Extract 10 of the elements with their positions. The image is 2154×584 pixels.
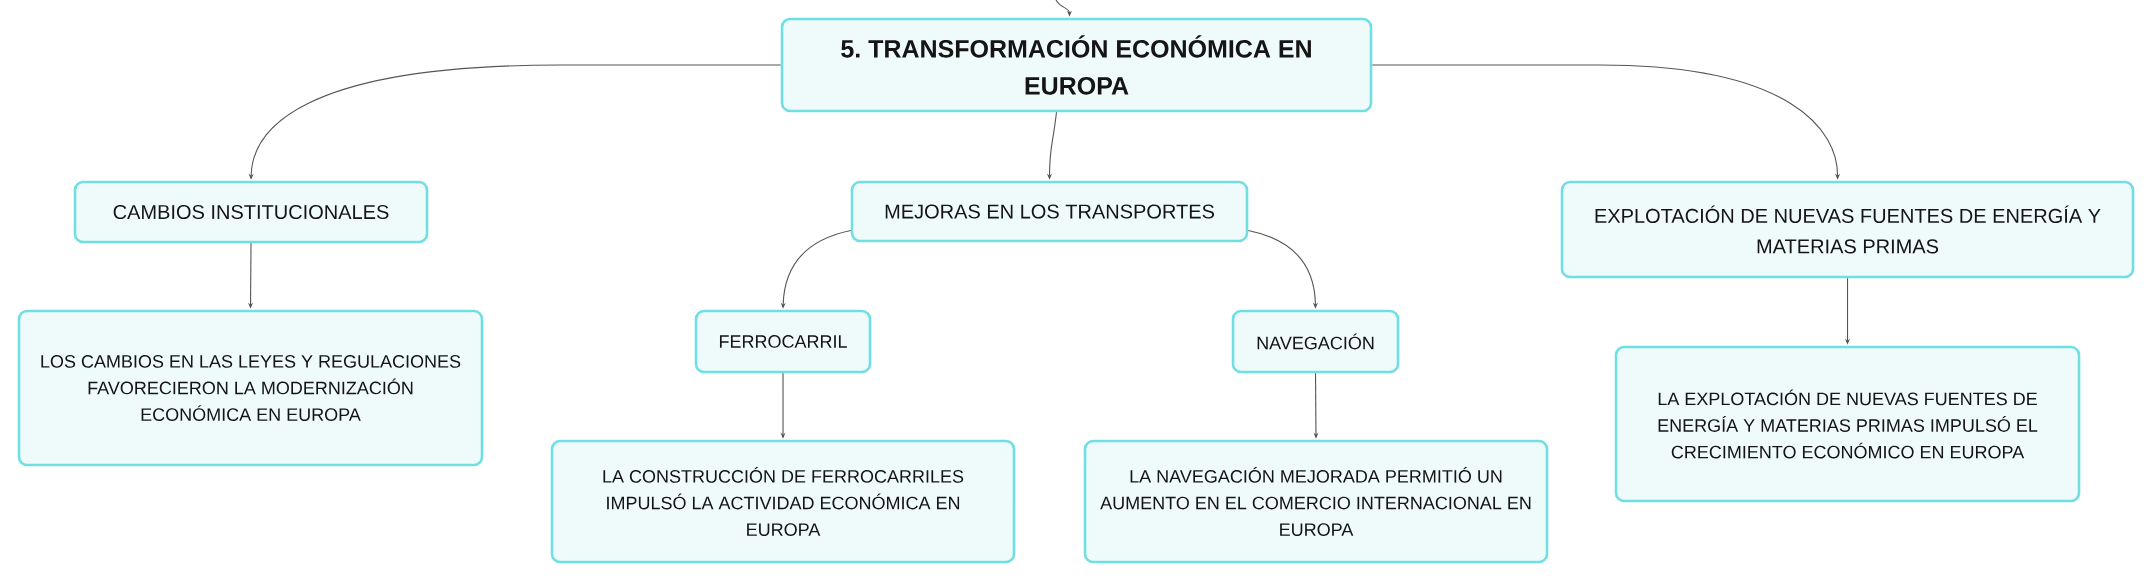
detail-box: LA NAVEGACIÓN MEJORADA PERMITIÓ UN AUMENTO EN EL COMERCIO INTERNACIONAL EN EUROPA <box>1083 439 1549 564</box>
detail-box: LA EXPLOTACIÓN DE NUEVAS FUENTES DE ENERGÍA Y MATERIAS PRIMAS IMPULSÓ EL CRECIMIENTO ECONÓMICO EN EUROPA <box>1614 345 2081 503</box>
subtopic-box: EXPLOTACIÓN DE NUEVAS FUENTES DE ENERGÍA Y MATERIAS PRIMAS <box>1560 180 2135 279</box>
detail-box: LA CONSTRUCCIÓN DE FERROCARRILES IMPULSÓ LA ACTIVIDAD ECONÓMICA EN EUROPA <box>550 439 1016 564</box>
subtopic-box: NAVEGACIÓN <box>1231 309 1400 374</box>
detail-box: LOS CAMBIOS EN LAS LEYES Y REGULACIONES FAVORECIERON LA MODERNIZACIÓN ECONÓMICA EN EUROPA <box>17 309 484 467</box>
topic-box: 5. TRANSFORMACIÓN ECONÓMICA EN EUROPA <box>780 17 1373 113</box>
subtopic-box: FERROCARRIL <box>694 309 872 374</box>
subtopic-box: MEJORAS EN LOS TRANSPORTES <box>850 180 1249 243</box>
subtopic-box: CAMBIOS INSTITUCIONALES <box>73 180 429 244</box>
